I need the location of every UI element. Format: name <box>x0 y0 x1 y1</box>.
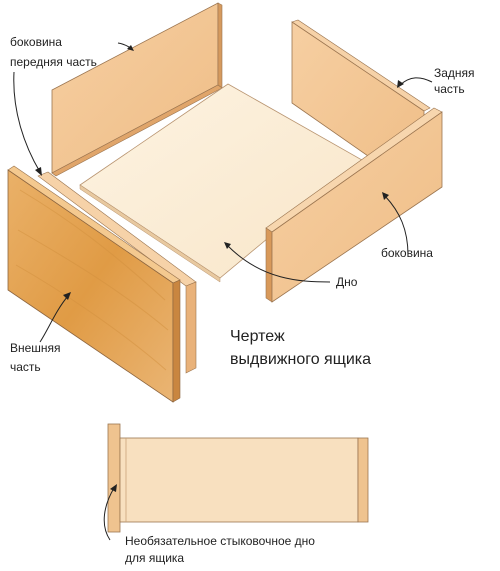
label-outer-line1: Внешняя <box>10 341 61 355</box>
inner-front-panel <box>37 171 197 374</box>
right-side-panel <box>265 107 443 303</box>
label-back-line2: часть <box>434 82 465 96</box>
arrow-bottom <box>227 245 331 283</box>
label-optional-line1: Необязательное стыковочное дно <box>125 534 315 548</box>
arrow-back <box>399 77 433 86</box>
arrow-side-right <box>384 195 409 256</box>
arrow-back-head <box>397 80 404 88</box>
arrow-front-inner-head <box>35 167 42 176</box>
arrow-side-left-head <box>127 45 134 51</box>
arrow-optional-head <box>110 484 117 492</box>
label-optional-line2: для ящика <box>125 551 185 565</box>
label-side-left: боковина <box>10 35 62 49</box>
label-outer-line2: часть <box>10 360 41 374</box>
bottom-panel <box>79 83 363 283</box>
diagram-title-line1: Чертеж <box>230 328 285 345</box>
optional-bottom-drawing <box>107 423 369 533</box>
arrow-outer-head <box>63 292 71 300</box>
arrow-optional <box>103 487 115 541</box>
label-back-line1: Задняя <box>434 66 475 80</box>
leader-lines <box>13 42 433 541</box>
left-side-panel <box>51 2 223 177</box>
diagram-title-line2: выдвижного ящика <box>230 351 372 368</box>
arrow-outer <box>39 295 69 343</box>
arrow-bottom-head <box>224 242 231 249</box>
arrow-side-right-head <box>382 192 389 200</box>
arrow-front-inner <box>13 71 41 173</box>
label-side-right: боковина <box>381 246 433 260</box>
label-bottom: Дно <box>336 275 358 289</box>
label-front-inner-part: передняя часть <box>10 55 97 69</box>
outer-front-panel <box>7 165 181 403</box>
